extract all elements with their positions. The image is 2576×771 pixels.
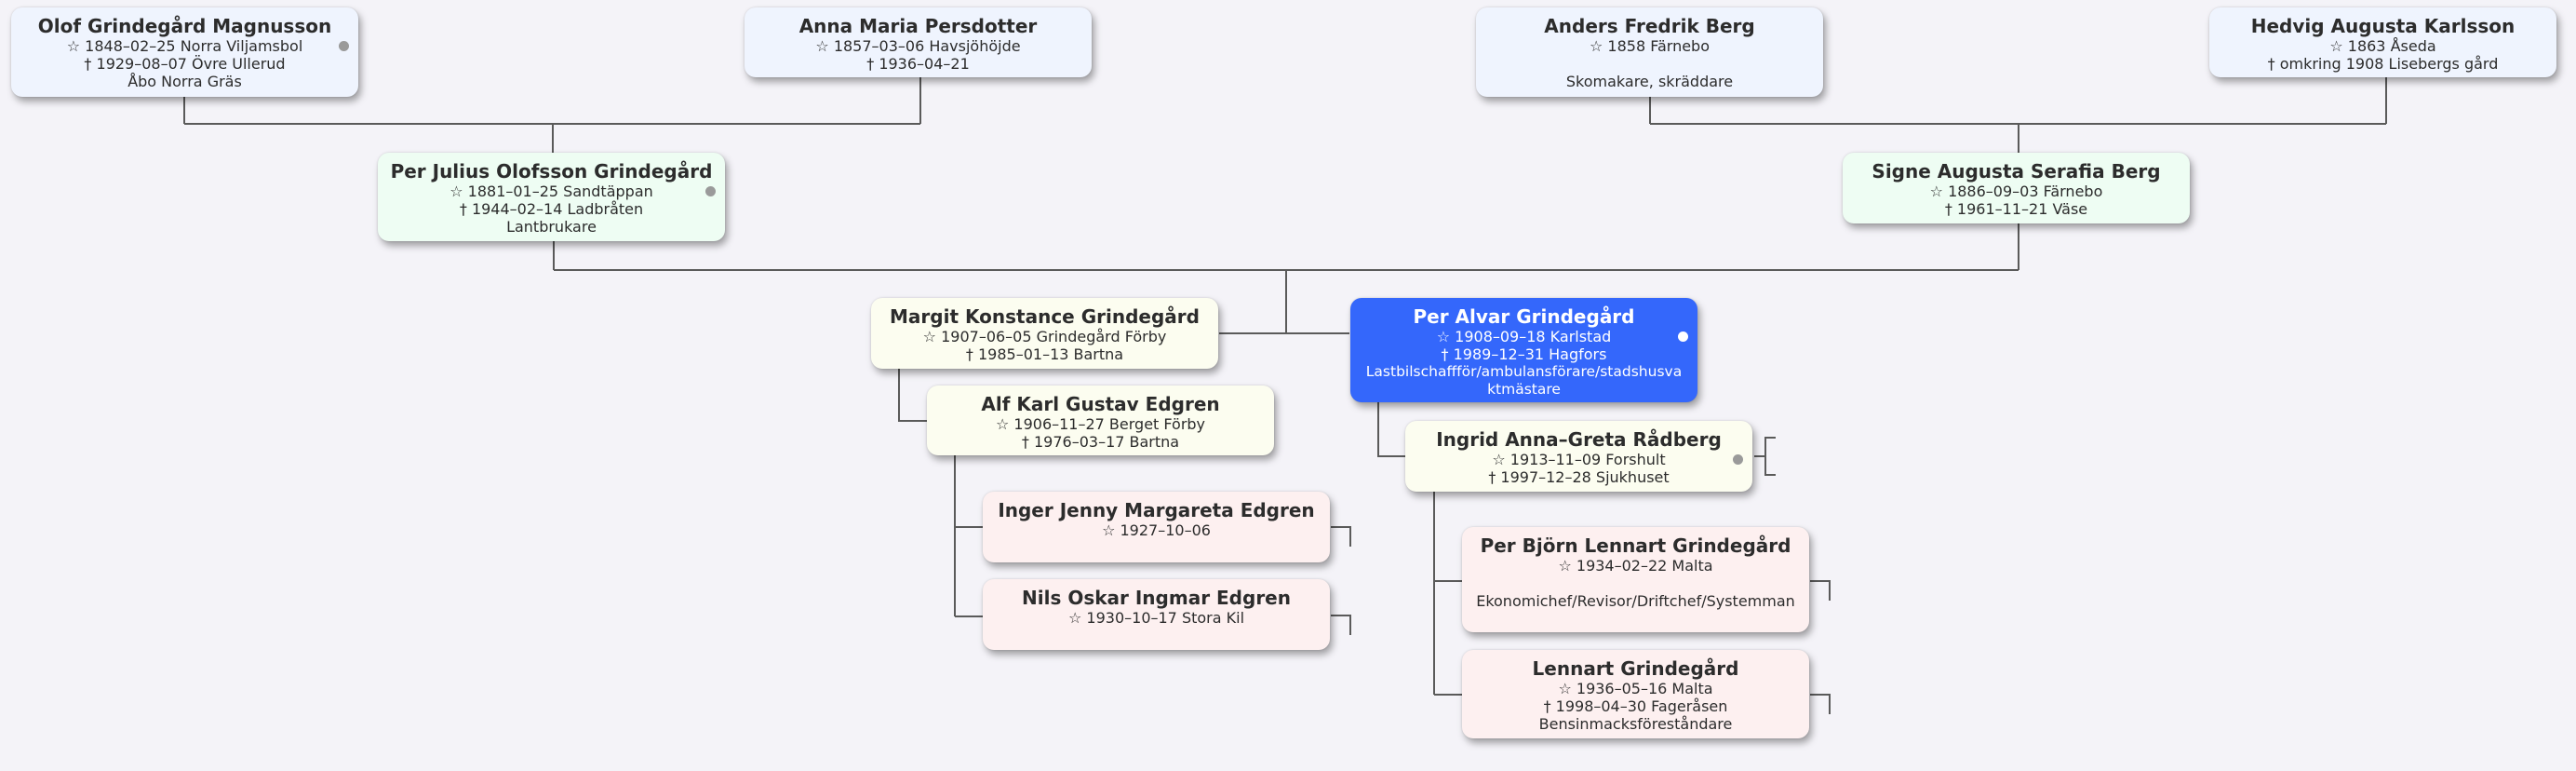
connector	[1377, 402, 1405, 457]
person-name: Lennart Grindegård	[1532, 657, 1739, 680]
person-name: Olof Grindegård Magnusson	[37, 15, 332, 37]
connector	[1810, 694, 1831, 714]
birth-info: ☆ 1881–01–25 Sandtäppan	[449, 183, 653, 200]
person-name: Alf Karl Gustav Edgren	[981, 393, 1220, 415]
death-info: † 1976–03–17 Bartna	[1021, 433, 1180, 451]
birth-info: ☆ 1886–09–03 Färnebo	[1929, 183, 2103, 200]
expand-dot-icon[interactable]	[1733, 454, 1743, 465]
spacer	[1462, 575, 1809, 592]
person-card-hedvig[interactable]: Hedvig Augusta Karlsson ☆ 1863 Åseda † o…	[2209, 7, 2556, 77]
expand-dot-icon[interactable]	[1678, 331, 1688, 342]
death-info: † 1961–11–21 Väse	[1944, 200, 2088, 218]
person-card-anders[interactable]: Anders Fredrik Berg ☆ 1858 Färnebo Skoma…	[1476, 7, 1823, 97]
occupation: Skomakare, skräddare	[1565, 73, 1734, 90]
person-card-per-bjorn[interactable]: Per Björn Lennart Grindegård ☆ 1934–02–2…	[1462, 527, 1809, 632]
death-info: † 1929–08–07 Övre Ullerud	[84, 55, 286, 73]
person-card-signe[interactable]: Signe Augusta Serafia Berg ☆ 1886–09–03 …	[1843, 153, 2190, 223]
person-card-margit[interactable]: Margit Konstance Grindegård ☆ 1907–06–05…	[871, 298, 1218, 369]
occupation: Bensinmacksföreståndare	[1538, 715, 1733, 733]
death-info: † 1997–12–28 Sjukhuset	[1488, 468, 1670, 486]
person-card-per-julius[interactable]: Per Julius Olofsson Grindegård ☆ 1881–01…	[378, 153, 725, 241]
birth-info: ☆ 1930–10–17 Stora Kil	[1067, 609, 1245, 627]
birth-info: ☆ 1906–11–27 Berget Förby	[995, 415, 1206, 433]
connector	[1810, 580, 1831, 601]
person-card-nils[interactable]: Nils Oskar Ingmar Edgren ☆ 1930–10–17 St…	[983, 579, 1330, 650]
death-info: † 1936–04–21	[866, 55, 970, 73]
person-card-ingrid[interactable]: Ingrid Anna–Greta Rådberg ☆ 1913–11–09 F…	[1405, 421, 1752, 492]
person-card-per-alvar-focused[interactable]: Per Alvar Grindegård ☆ 1908–09–18 Karlst…	[1350, 298, 1697, 402]
birth-info: ☆ 1863 Åseda	[2329, 37, 2436, 55]
person-name: Per Alvar Grindegård	[1413, 305, 1635, 328]
person-card-anna[interactable]: Anna Maria Persdotter ☆ 1857–03–06 Havsj…	[745, 7, 1092, 77]
birth-info: ☆ 1913–11–09 Forshult	[1492, 451, 1666, 468]
connector	[898, 369, 927, 422]
person-name: Ingrid Anna–Greta Rådberg	[1436, 428, 1722, 451]
birth-info: ☆ 1908–09–18 Karlstad	[1436, 328, 1612, 345]
birth-info: ☆ 1857–03–06 Havsjöhöjde	[815, 37, 1021, 55]
birth-info: ☆ 1907–06–05 Grindegård Förby	[922, 328, 1167, 345]
person-name: Hedvig Augusta Karlsson	[2250, 15, 2516, 37]
person-name: Anders Fredrik Berg	[1544, 15, 1755, 37]
person-card-alf[interactable]: Alf Karl Gustav Edgren ☆ 1906–11–27 Berg…	[927, 386, 1274, 455]
birth-info: ☆ 1848–02–25 Norra Viljamsbol	[66, 37, 303, 55]
expand-dot-icon[interactable]	[339, 41, 349, 51]
occupation: Lantbrukare	[506, 218, 597, 236]
death-info: † 1985–01–13 Bartna	[965, 345, 1124, 363]
connector	[1764, 437, 1776, 476]
death-info: † 1944–02–14 Ladbråten	[459, 200, 644, 218]
person-card-inger[interactable]: Inger Jenny Margareta Edgren ☆ 1927–10–0…	[983, 492, 1330, 562]
person-name: Anna Maria Persdotter	[798, 15, 1038, 37]
person-card-olof[interactable]: Olof Grindegård Magnusson ☆ 1848–02–25 N…	[11, 7, 358, 97]
connector	[1331, 615, 1351, 635]
occupation: Lastbilschaffför/ambulansförare/stadshus…	[1365, 363, 1683, 398]
spacer	[1476, 55, 1823, 73]
occupation: Ekonomichef/Revisor/Driftchef/Systemman	[1476, 592, 1795, 610]
person-name: Per Björn Lennart Grindegård	[1480, 534, 1791, 557]
death-info: † 1998–04–30 Fageråsen	[1543, 697, 1728, 715]
person-name: Margit Konstance Grindegård	[890, 305, 1200, 328]
person-name: Inger Jenny Margareta Edgren	[998, 499, 1315, 521]
expand-dot-icon[interactable]	[705, 186, 716, 196]
person-name: Signe Augusta Serafia Berg	[1872, 160, 2161, 183]
birth-info: ☆ 1936–05–16 Malta	[1558, 680, 1713, 697]
birth-info: ☆ 1858 Färnebo	[1590, 37, 1710, 55]
person-card-lennart[interactable]: Lennart Grindegård ☆ 1936–05–16 Malta † …	[1462, 650, 1809, 738]
connector	[1331, 526, 1351, 547]
occupation: Åbo Norra Gräs	[127, 73, 242, 90]
death-info: † omkring 1908 Lisebergs gård	[2267, 55, 2499, 73]
person-name: Nils Oskar Ingmar Edgren	[1022, 587, 1291, 609]
birth-info: ☆ 1934–02–22 Malta	[1558, 557, 1713, 575]
person-name: Per Julius Olofsson Grindegård	[390, 160, 713, 183]
birth-info: ☆ 1927–10–06	[1102, 521, 1211, 539]
death-info: † 1989–12–31 Hagfors	[1441, 345, 1607, 363]
